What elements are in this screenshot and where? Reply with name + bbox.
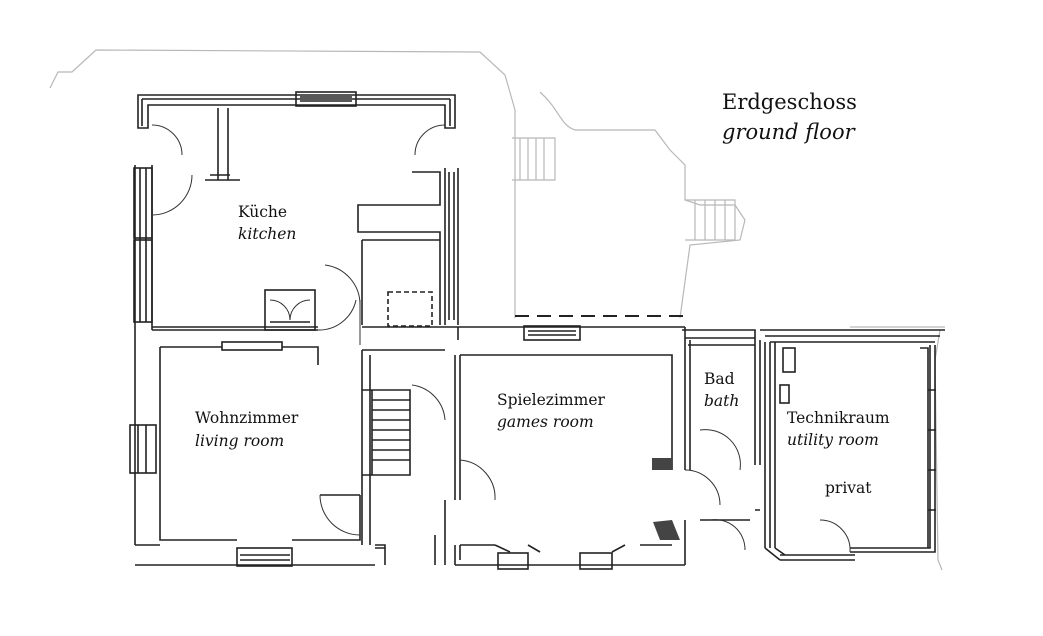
kitchen-label-de: Küche [238, 203, 288, 221]
walls [129, 91, 945, 570]
fixtures [652, 458, 680, 540]
utility-label-de: Technikraum [787, 409, 890, 427]
living-label-en: living room [195, 432, 285, 450]
utility-private-note: privat [825, 479, 872, 497]
utility-label-en: utility room [787, 431, 879, 449]
bath-label-de: Bad [704, 370, 735, 388]
living-label-de: Wohnzimmer [195, 409, 299, 427]
garden-outline [49, 49, 945, 571]
kitchen-label-en: kitchen [238, 225, 297, 243]
bath-label-en: bath [704, 392, 740, 410]
games-label-de: Spielezimmer [497, 391, 605, 409]
door-swings [151, 124, 851, 553]
floor-title-de: Erdgeschoss [722, 90, 857, 114]
floor-title-en: ground floor [722, 120, 855, 144]
games-label-en: games room [497, 413, 594, 431]
